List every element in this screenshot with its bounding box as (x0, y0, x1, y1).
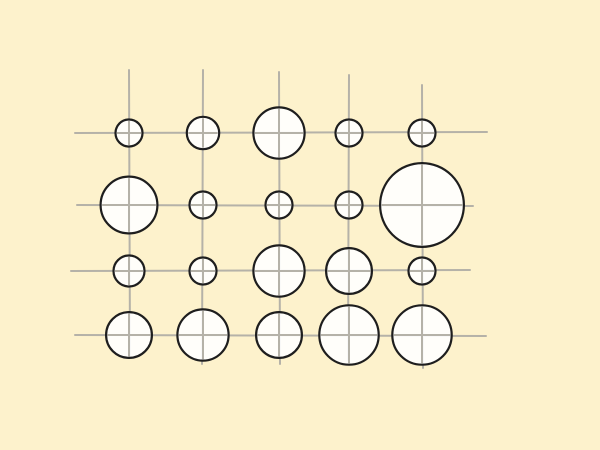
circles (99, 106, 466, 366)
